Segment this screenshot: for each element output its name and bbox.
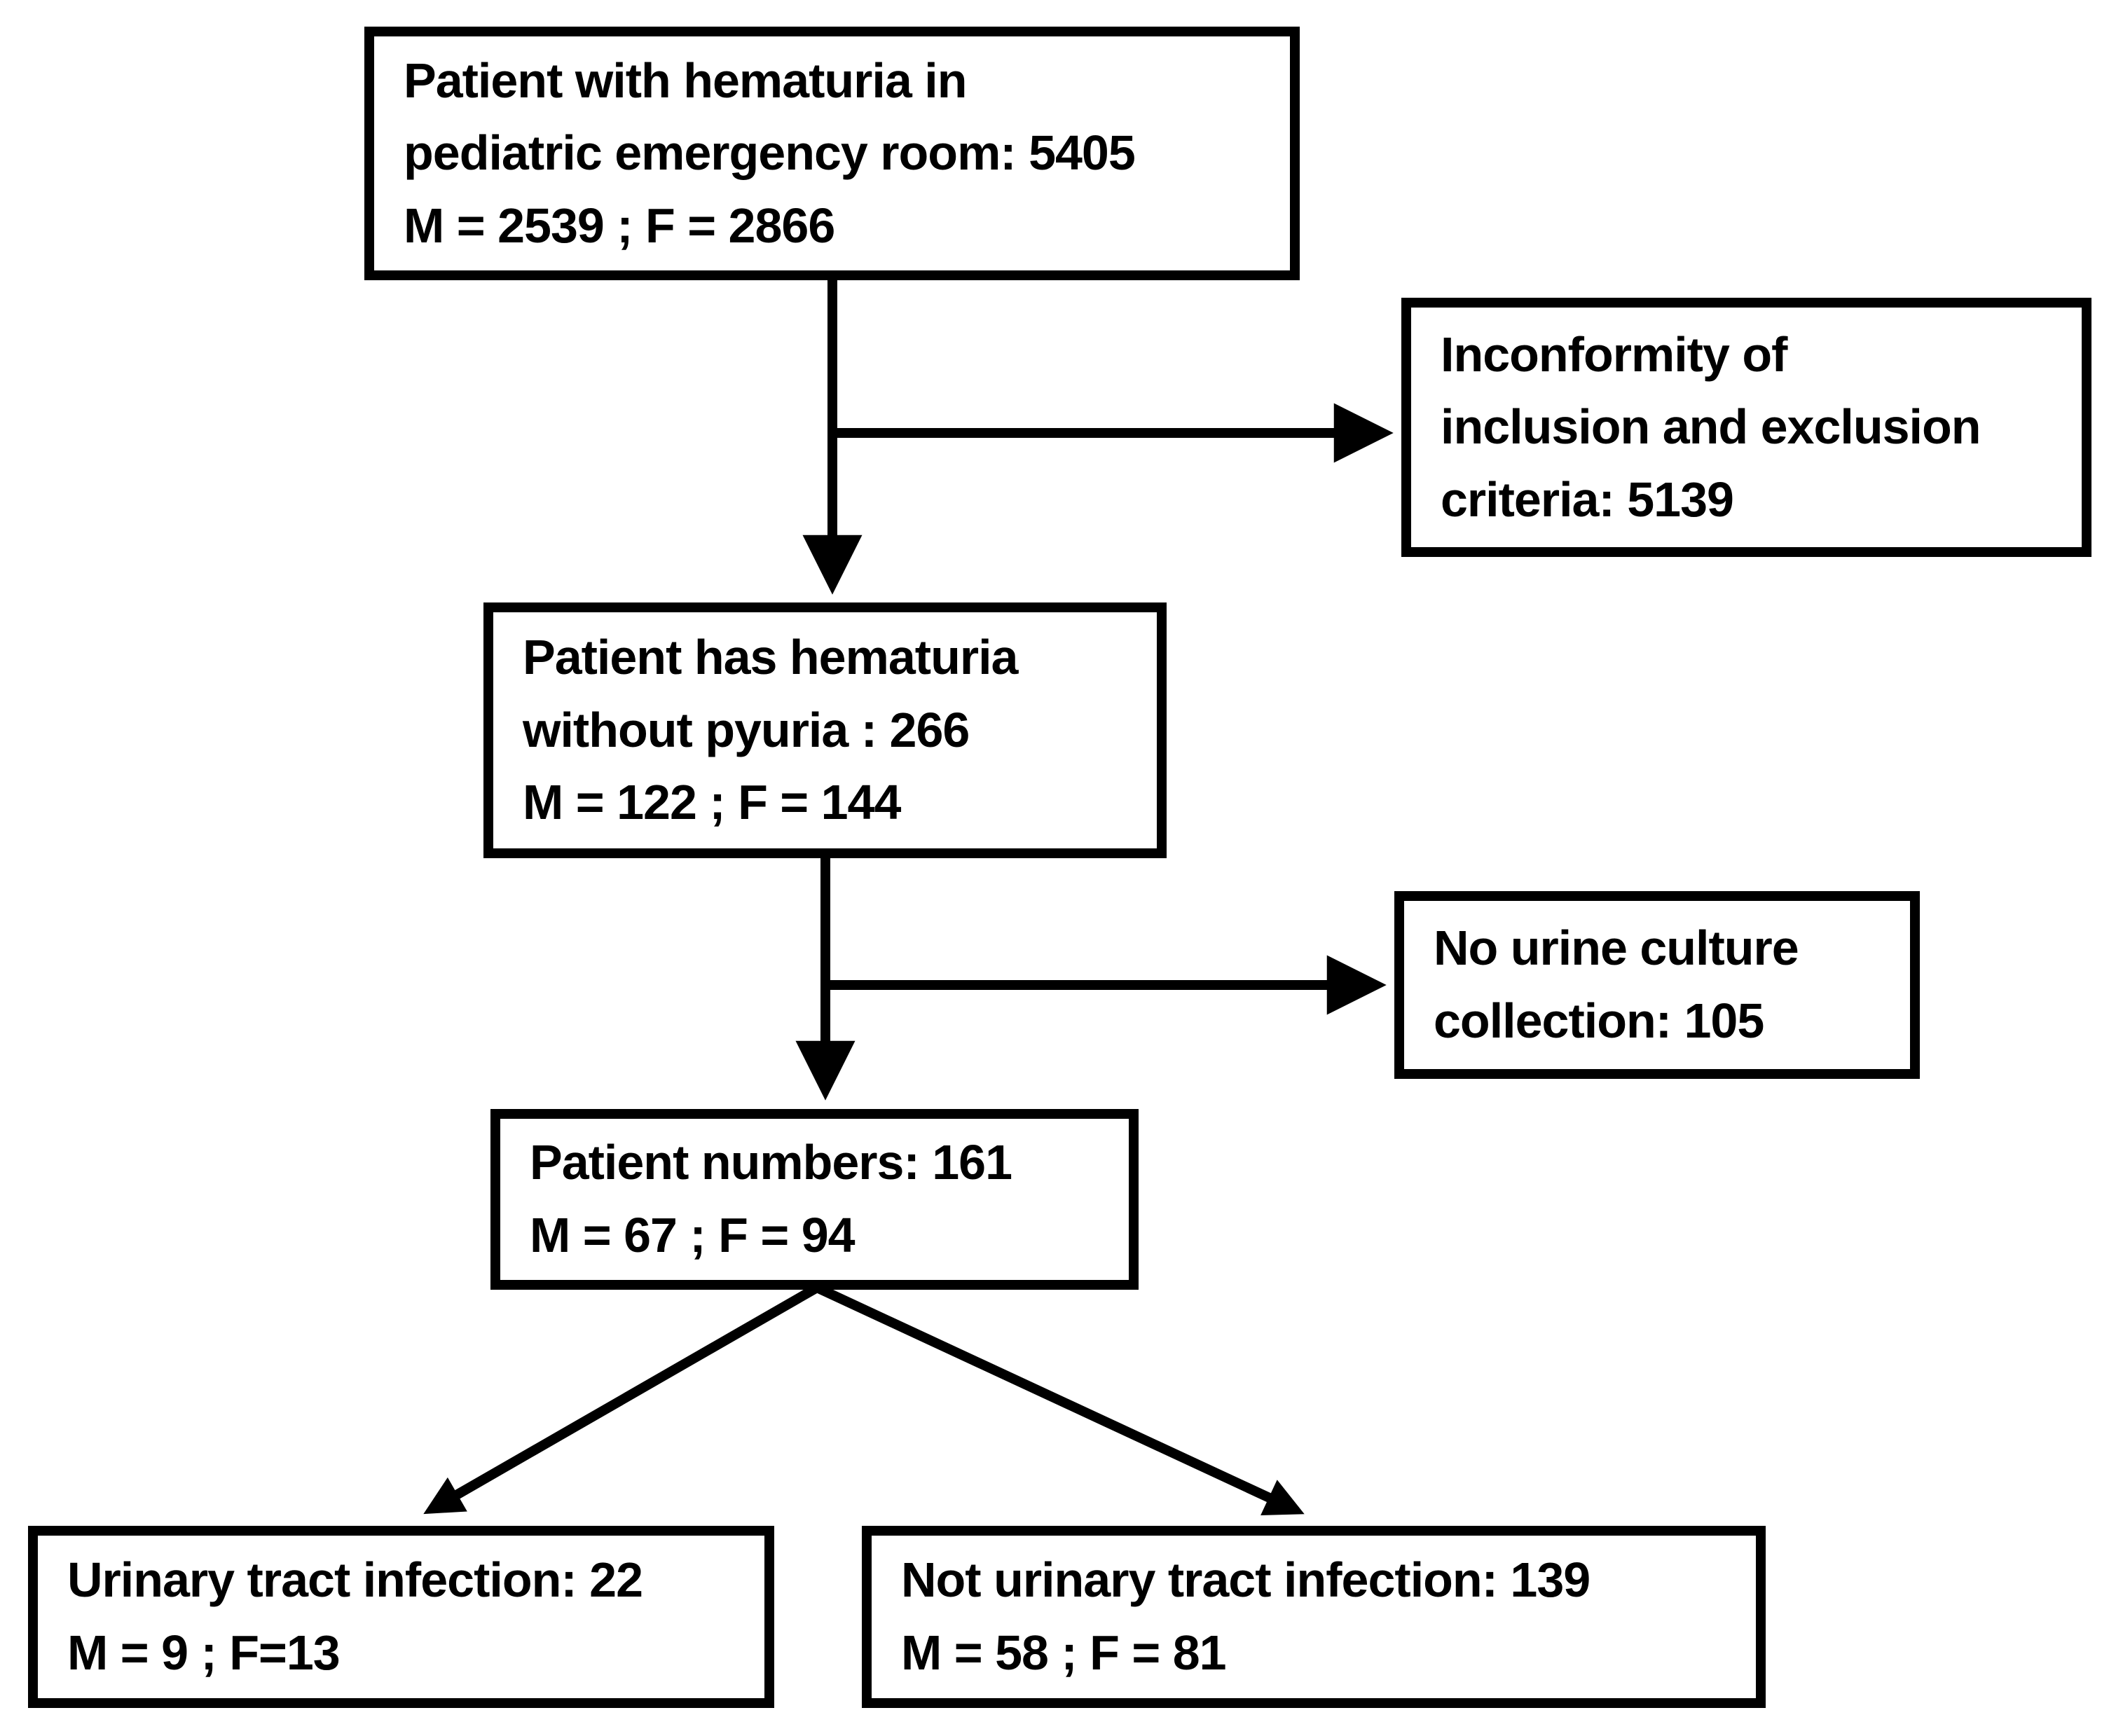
box-not-uti-line-1: Not urinary tract infection: 139 [901,1552,1591,1608]
box-uti-line-1: Urinary tract infection: 22 [67,1552,643,1608]
box-patient-numbers-line-1: Patient numbers: 161 [530,1135,1012,1190]
box-no-culture-line-1: No urine culture [1434,921,1799,976]
box-no-culture-line-2: collection: 105 [1434,993,1764,1048]
box-inconformity-criteria: Inconformity of inclusion and exclusion … [1401,298,2091,557]
box-no-pyuria-line-3: M = 122 ; F = 144 [523,775,901,830]
box-inconformity-line-1: Inconformity of [1441,326,1787,382]
box-urinary-tract-infection: Urinary tract infection: 22 M = 9 ; F=13 [28,1526,774,1708]
box-hematuria-without-pyuria: Patient has hematuria without pyuria : 2… [483,602,1167,858]
box-patient-numbers: Patient numbers: 161 M = 67 ; F = 94 [490,1109,1139,1290]
box-hematuria-in-er-line-1: Patient with hematuria in [404,53,967,108]
box-hematuria-in-er-line-3: M = 2539 ; F = 2866 [404,198,835,253]
box-hematuria-in-er: Patient with hematuria in pediatric emer… [364,27,1300,280]
box-hematuria-in-er-line-2: pediatric emergency room: 5405 [404,125,1136,181]
box-no-urine-culture: No urine culture collection: 105 [1394,891,1920,1079]
arrow-patient-numbers-to-uti [423,1283,820,1515]
box-inconformity-line-3: criteria: 5139 [1441,471,1734,527]
box-no-pyuria-line-2: without pyuria : 266 [523,702,970,757]
box-uti-line-2: M = 9 ; F=13 [67,1625,341,1680]
box-not-urinary-tract-infection: Not urinary tract infection: 139 M = 58 … [862,1526,1766,1708]
box-not-uti-line-2: M = 58 ; F = 81 [901,1625,1227,1680]
box-inconformity-line-2: inclusion and exclusion [1441,399,1981,455]
box-patient-numbers-line-2: M = 67 ; F = 94 [530,1208,856,1262]
arrow-patient-numbers-to-not-uti [815,1283,1305,1516]
box-no-pyuria-line-1: Patient has hematuria [523,630,1018,685]
